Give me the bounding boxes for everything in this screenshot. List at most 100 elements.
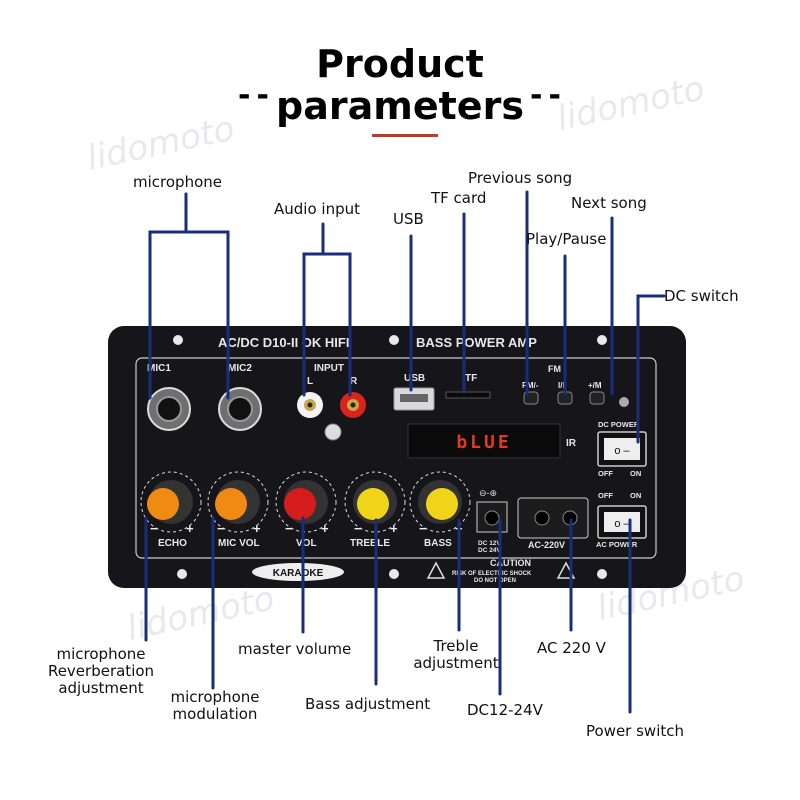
tf-card-slot: [445, 391, 491, 399]
label-play-pause: Play/Pause: [526, 230, 607, 248]
dc-switch-mark: o –: [614, 445, 630, 457]
label-previous-song: Previous song: [468, 169, 573, 187]
mount-holes: [173, 335, 607, 579]
label-tf-card: TF card: [431, 189, 487, 207]
label-mic-reverb-1: microphone: [56, 645, 146, 663]
dc-polarity-mark: ⊖-⊕: [479, 488, 497, 498]
ir-label: IR: [566, 438, 577, 449]
label-audio-input: Audio input: [274, 200, 360, 218]
svg-text:−: −: [285, 521, 293, 536]
ir-sensor: [324, 423, 342, 441]
usb-port-label: USB: [404, 373, 425, 384]
next-button-label: +/M: [588, 381, 602, 390]
label-microphone: microphone: [133, 173, 222, 191]
knob-echo-label: ECHO: [158, 538, 187, 549]
label-next-song: Next song: [571, 194, 647, 212]
ac-off-label: OFF: [598, 491, 613, 500]
ac-input-label: AC-220V: [528, 540, 565, 550]
knob-micvol-label: MIC VOL: [218, 538, 260, 549]
rca-right-jack: [340, 392, 366, 418]
caution-text-2: DO NOT OPEN: [474, 578, 516, 584]
dc-input-line1: DC 12V: [478, 540, 501, 547]
dc-switch-rocker: [604, 438, 640, 460]
karaoke-label: KARAOKE: [273, 568, 324, 579]
knob-bass-label: BASS: [424, 538, 452, 549]
label-dc-voltage: DC12-24V: [467, 701, 543, 719]
label-treble-2: adjustment: [413, 654, 499, 672]
watermark-1: lidomoto: [84, 109, 238, 179]
input-label: INPUT: [314, 363, 344, 374]
mic1-label: MIC1: [147, 363, 171, 374]
input-l-label: L: [307, 376, 313, 387]
leader-mic1: [148, 192, 188, 400]
label-dc-switch: DC switch: [664, 287, 739, 305]
input-r-label: R: [350, 376, 358, 387]
knob-bass: [409, 471, 471, 533]
brand-label: BASS POWER AMP: [416, 335, 537, 350]
knob-vol: [275, 471, 337, 533]
tf-port-label: TF: [465, 373, 477, 384]
svg-text:+: +: [390, 521, 398, 536]
label-mic-mod-1: microphone: [170, 688, 260, 706]
svg-text:−: −: [354, 521, 362, 536]
mic1-jack: [147, 387, 191, 431]
svg-text:+: +: [253, 521, 261, 536]
ac-switch-mark: o –: [614, 518, 630, 530]
mic2-jack: [218, 387, 262, 431]
svg-text:−: −: [150, 521, 158, 536]
leader-rca-r: [321, 252, 352, 397]
leader-dc-switch: [636, 294, 666, 444]
svg-text:−: −: [217, 521, 225, 536]
prev-button-label: FM/-: [522, 381, 539, 390]
title-dash-left: --: [238, 78, 275, 113]
dc-input-line2: DC 24V: [478, 547, 501, 554]
label-master-volume: master volume: [238, 640, 352, 658]
knob-vol-label: VOL: [296, 538, 317, 549]
label-treble-1: Treble: [433, 637, 479, 655]
watermark-2: lidomoto: [554, 69, 708, 139]
leader-mic2: [184, 230, 230, 400]
caution-triangle-left: [426, 561, 446, 579]
svg-text:+: +: [186, 521, 194, 536]
knob-treble: [344, 471, 406, 533]
ac-on-label: ON: [630, 491, 641, 500]
knob-echo: [140, 471, 202, 533]
leader-rca-l: [302, 222, 325, 397]
title-product: Product: [316, 42, 484, 86]
model-label: AC/DC D10-II OK HIFI: [218, 335, 349, 350]
fm-label: FM: [548, 364, 561, 374]
next-button: [589, 391, 605, 405]
title-dash-right: --: [530, 78, 567, 113]
label-ac-voltage: AC 220 V: [537, 639, 606, 657]
caution-title: CAUTION: [490, 558, 531, 568]
ac-power-label: AC POWER: [596, 540, 638, 549]
dc-off-label: OFF: [598, 469, 613, 478]
rca-left-jack: [297, 392, 323, 418]
label-mic-reverb-2: Reverberation: [47, 662, 155, 680]
label-mic-mod-2: modulation: [172, 705, 258, 723]
panel-frame: [135, 357, 657, 559]
karaoke-badge: [252, 563, 344, 581]
leader-lines: [144, 190, 666, 714]
led-display: [407, 423, 561, 459]
caution-text-1: RISK OF ELECTRIC SHOCK: [452, 571, 532, 577]
dc-input-hole: [484, 510, 500, 526]
usb-port-slot: [400, 394, 428, 402]
panel-screw: [619, 397, 629, 407]
label-bass-adjustment: Bass adjustment: [305, 695, 431, 713]
svg-text:+: +: [321, 521, 329, 536]
label-mic-reverb-3: adjustment: [58, 679, 144, 697]
title-parameters: parameters: [276, 84, 524, 128]
play-button-label: I/II: [558, 381, 567, 390]
mic2-label: MIC2: [228, 363, 252, 374]
label-usb: USB: [393, 210, 424, 228]
dc-input-jack: [476, 501, 508, 533]
title-underline: [372, 134, 438, 137]
svg-text:−: −: [419, 521, 427, 536]
dc-on-label: ON: [630, 469, 641, 478]
knob-treble-label: TREBLE: [350, 538, 390, 549]
dc-power-label: DC POWER: [598, 420, 640, 429]
led-display-text: bLUE: [456, 432, 511, 453]
knob-micvol: [207, 471, 269, 533]
